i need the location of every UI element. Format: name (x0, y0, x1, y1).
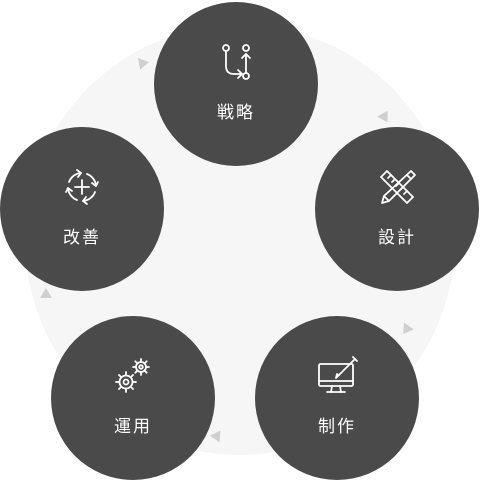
flow-arrow-production-to-operation (209, 429, 221, 443)
strategy-flow-icon (222, 43, 251, 80)
monitor-pen-icon (318, 355, 358, 393)
step-label: 運用 (114, 416, 152, 437)
step-label: 改善 (63, 227, 101, 248)
flow-arrow-improvement-to-strategy (138, 56, 150, 70)
step-production[interactable]: 制作 (255, 316, 419, 480)
step-operation[interactable]: 運用 (51, 316, 215, 480)
gears-icon (115, 357, 150, 393)
step-improvement[interactable]: 改善 (0, 127, 164, 291)
pencil-ruler-icon (380, 169, 416, 204)
flow-arrow-operation-to-improvement (40, 288, 52, 298)
step-label: 制作 (318, 416, 356, 437)
step-design[interactable]: 設計 (315, 127, 479, 291)
refresh-plus-icon (65, 168, 99, 205)
step-strategy[interactable]: 戦略 (154, 2, 318, 166)
step-label: 戦略 (217, 102, 255, 123)
step-label: 設計 (378, 227, 416, 248)
